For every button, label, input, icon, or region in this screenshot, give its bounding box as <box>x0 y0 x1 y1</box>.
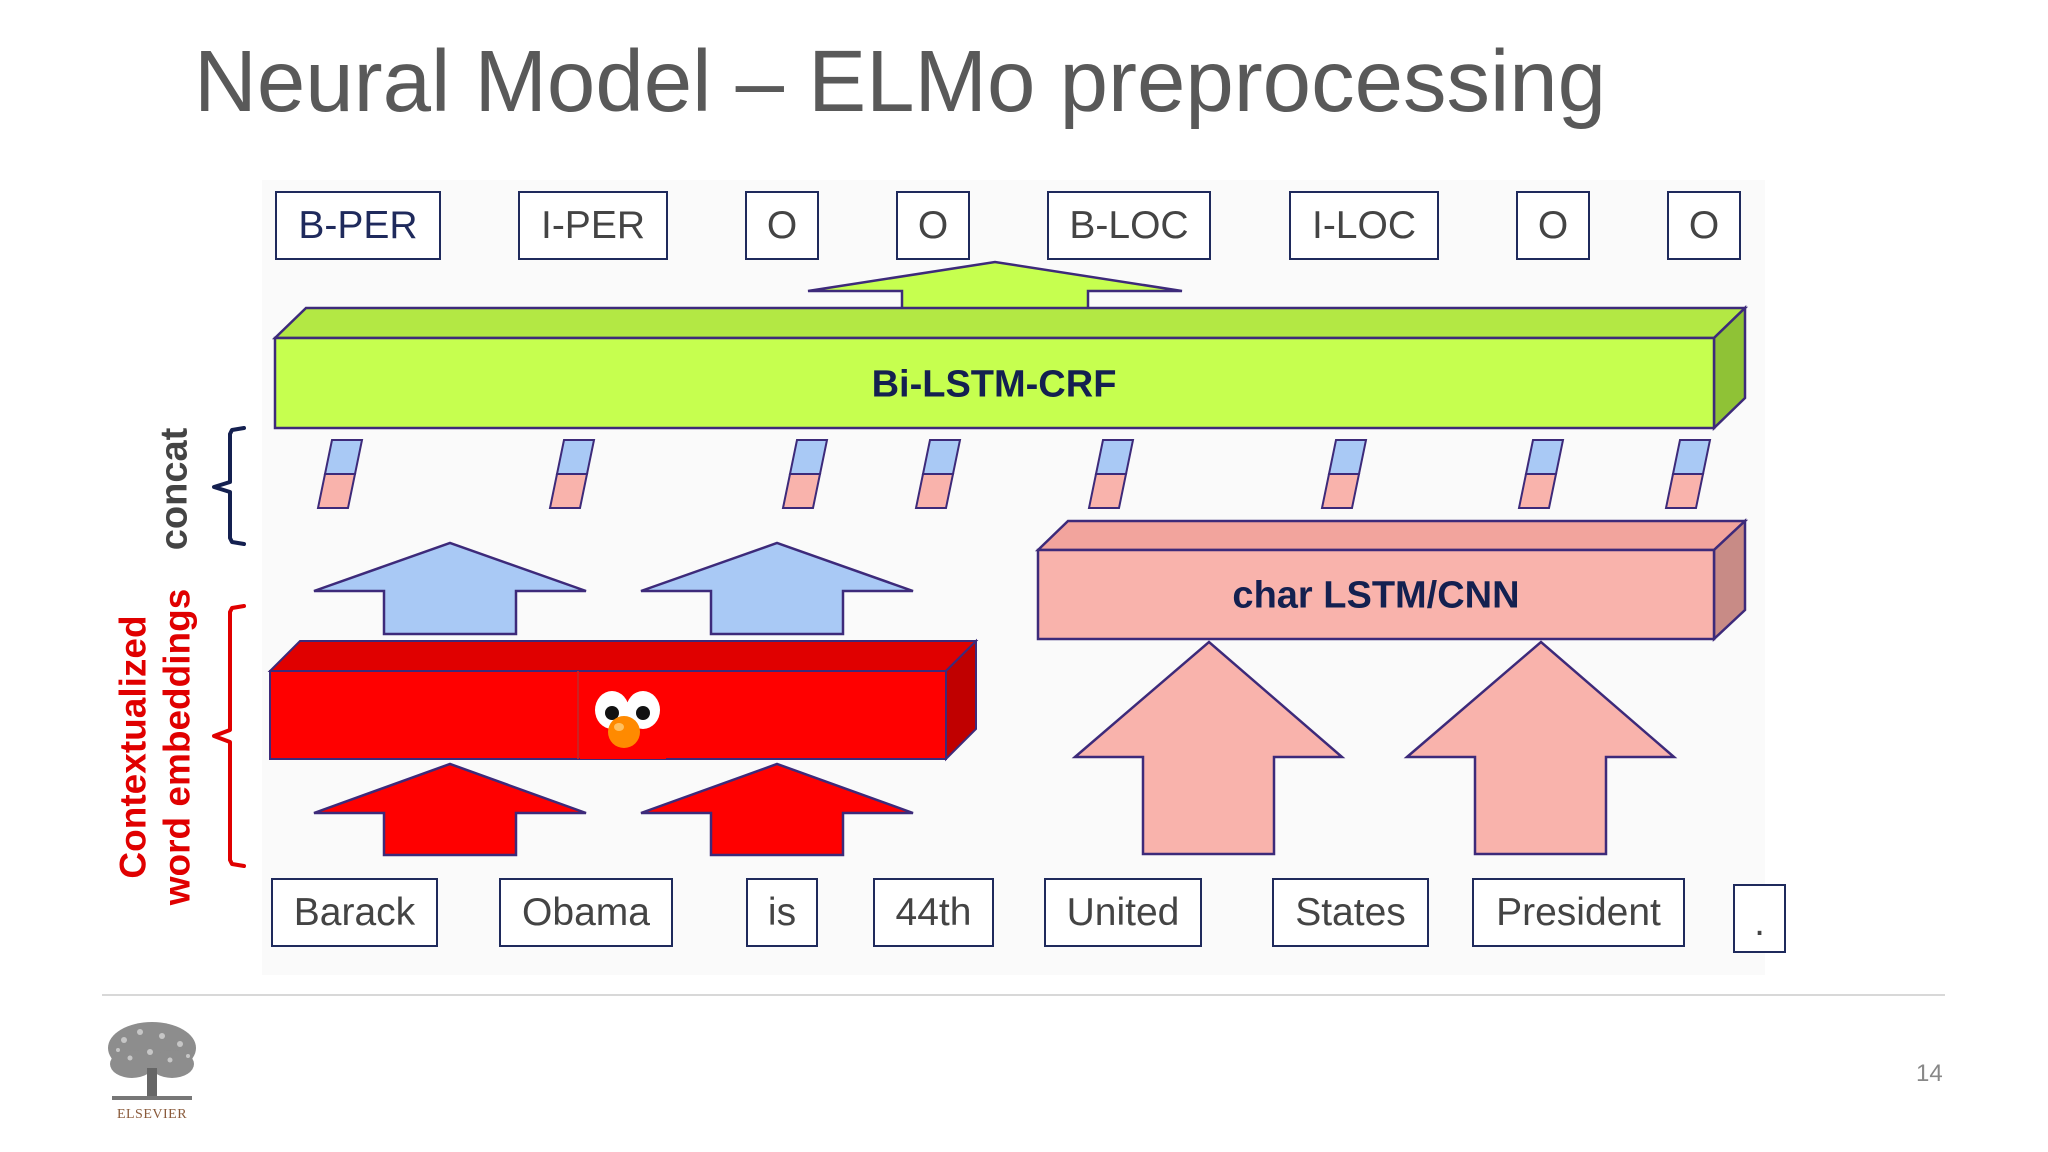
embedding-5-bottom <box>1087 473 1128 509</box>
embedding-1-top <box>323 439 364 475</box>
tag-box-1: B-PER <box>275 191 441 260</box>
char-input-arrow-2 <box>1403 640 1678 856</box>
word-box-1: Barack <box>271 878 438 947</box>
embedding-1-bottom <box>316 473 357 509</box>
bilstm-block-top <box>271 306 1749 340</box>
word-box-3: is <box>746 878 818 947</box>
word-box-2: Obama <box>499 878 673 947</box>
elmo-output-arrow-2 <box>640 541 914 636</box>
char-lstm-cnn-label: char LSTM/CNN <box>1232 574 1520 617</box>
elsevier-logo: ELSEVIER <box>108 1022 196 1122</box>
embedding-3-top <box>788 439 829 475</box>
concat-label: concat <box>153 427 196 551</box>
embedding-6-top <box>1327 439 1368 475</box>
embedding-3-bottom <box>781 473 822 509</box>
embedding-7-bottom <box>1517 473 1558 509</box>
word-box-4: 44th <box>873 878 994 947</box>
embedding-4-bottom <box>914 473 955 509</box>
embedding-8-bottom <box>1664 473 1705 509</box>
elmo-input-arrow-2 <box>640 762 914 857</box>
word-box-5: United <box>1044 878 1202 947</box>
char-block-top <box>1034 519 1749 552</box>
word-box-7: President <box>1472 878 1685 947</box>
output-arrow <box>807 260 1183 319</box>
tag-box-5: B-LOC <box>1047 191 1211 260</box>
logo-text: ELSEVIER <box>117 1107 187 1122</box>
embedding-7-top <box>1524 439 1565 475</box>
char-block-front <box>1036 548 1716 641</box>
tag-box-3: O <box>745 191 819 260</box>
embedding-6-bottom <box>1320 473 1361 509</box>
tag-box-8: O <box>1667 191 1741 260</box>
contextualized-bracket <box>212 604 246 868</box>
footer-divider <box>102 994 1945 996</box>
elmo-face-icon <box>580 680 666 759</box>
embedding-4-top <box>921 439 962 475</box>
embedding-2-top <box>555 439 596 475</box>
embedding-8-top <box>1671 439 1712 475</box>
concat-embeddings <box>316 439 1712 509</box>
bilstm-block-front <box>273 336 1716 430</box>
tag-box-6: I-LOC <box>1289 191 1439 260</box>
elmo-output-arrow-1 <box>313 541 587 636</box>
word-box-8: . <box>1733 884 1786 953</box>
contextualized-label-line1: Contextualized <box>112 615 154 879</box>
tag-box-2: I-PER <box>518 191 668 260</box>
elmo-block-top <box>267 640 979 672</box>
page-number: 14 <box>1916 1060 1943 1087</box>
bilstm-crf-label: Bi-LSTM-CRF <box>871 363 1117 406</box>
contextualized-embeddings-label: Contextualized word embeddings <box>111 589 198 906</box>
tag-box-4: O <box>896 191 970 260</box>
embedding-5-top <box>1094 439 1135 475</box>
tag-box-7: O <box>1516 191 1590 260</box>
contextualized-label-line2: word embeddings <box>156 588 197 906</box>
word-box-6: States <box>1272 878 1429 947</box>
elmo-input-arrow-1 <box>313 762 587 857</box>
slide-title: Neural Model – ELMo preprocessing <box>194 33 1607 130</box>
concat-bracket <box>212 426 246 546</box>
embedding-2-bottom <box>548 473 589 509</box>
char-input-arrow-1 <box>1071 640 1346 856</box>
